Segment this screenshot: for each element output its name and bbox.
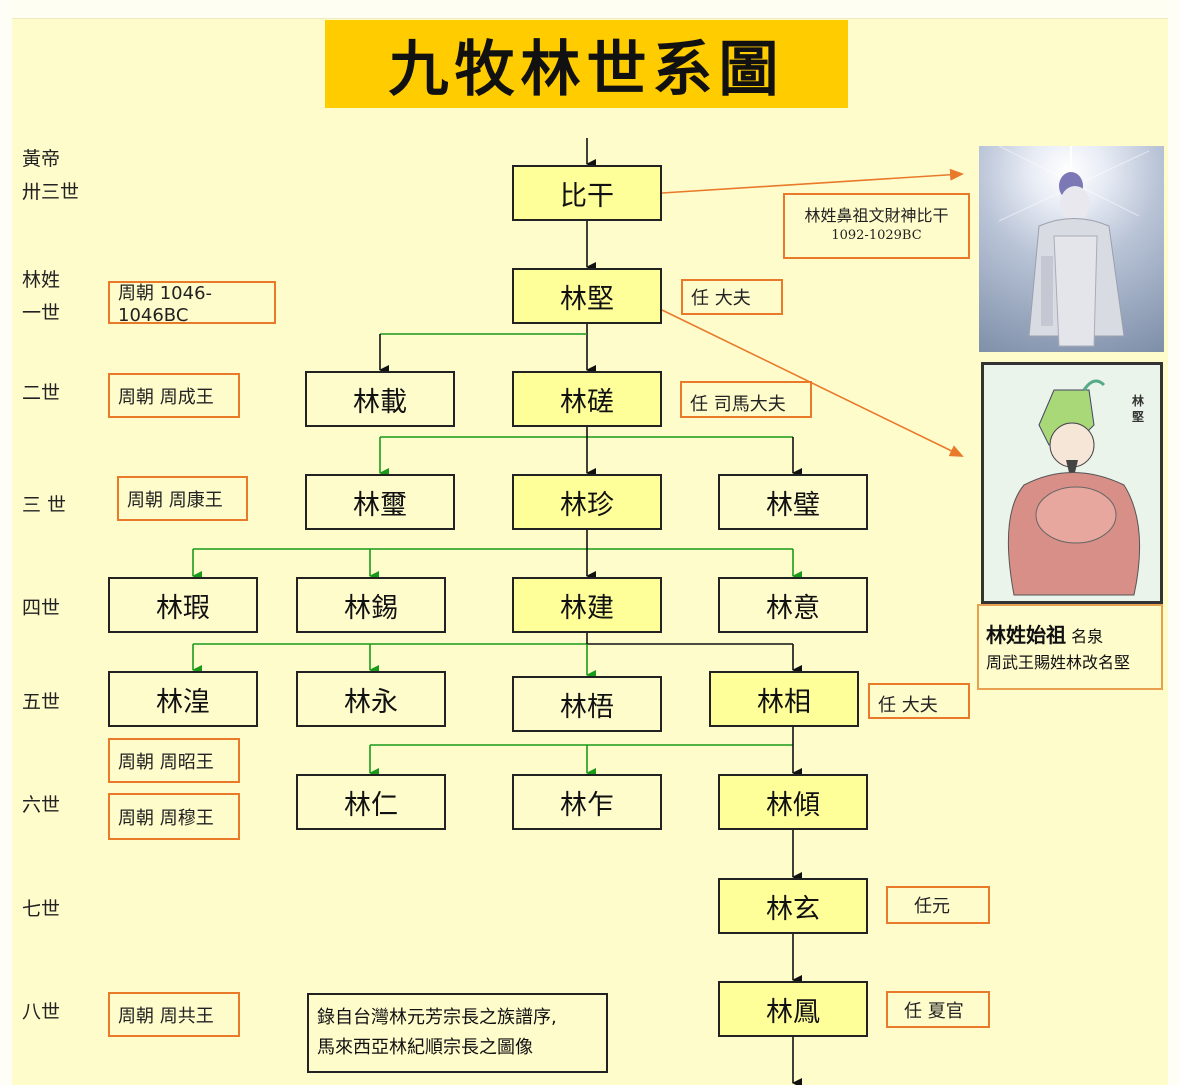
dynasty-note: 周朝 周成王	[108, 373, 240, 418]
generation-label: 三 世	[22, 494, 67, 516]
caption-name: 名泉	[1071, 627, 1104, 646]
office-note: 任 大夫	[868, 683, 970, 719]
generation-label: 五世	[22, 691, 61, 713]
left-margin	[0, 0, 12, 1085]
page-title: 九牧林世系圖	[325, 20, 848, 108]
node-gen4: 林錫	[296, 577, 446, 633]
gen-label-line: 卅三世	[22, 181, 80, 203]
portrait-caption: 林姓始祖 名泉 周武王賜姓林改名堅	[977, 604, 1163, 690]
office-note: 任 夏官	[886, 991, 990, 1028]
node-gen3: 林珍	[512, 474, 662, 530]
dynasty-note: 周朝 1046-1046BC	[108, 281, 276, 326]
node-gen4: 林建	[512, 577, 662, 633]
generation-label: 林姓一世	[22, 264, 60, 330]
generation-label: 六世	[22, 794, 61, 816]
pointer-arrow	[661, 168, 964, 194]
node-gen5: 林相	[709, 671, 859, 727]
gen-label-line: 黃帝	[22, 148, 61, 170]
node-gen6: 林仁	[296, 774, 446, 830]
portrait-figure-icon	[1007, 379, 1141, 596]
node-gen6: 林乍	[512, 774, 662, 830]
node-gen5: 林永	[296, 671, 446, 727]
portrait-inscription: 林堅	[1132, 394, 1145, 424]
gen-label-line: 一世	[22, 302, 61, 324]
node-gen3: 林璧	[718, 474, 868, 530]
dynasty-note: 周朝 周共王	[108, 992, 240, 1037]
office-note: 任 大夫	[681, 279, 783, 315]
caption-line2: 周武王賜姓林改名堅	[986, 653, 1131, 672]
generation-label: 黃帝卅三世	[22, 143, 79, 209]
node-gen7: 林玄	[718, 878, 868, 934]
office-note: 任 司馬大夫	[680, 381, 812, 418]
node-gen2: 林磋	[512, 371, 662, 427]
generation-label: 二世	[22, 382, 61, 404]
right-margin	[1168, 0, 1180, 1085]
bigan-note-dates: 1092-1029BC	[831, 228, 922, 243]
bigan-note: 林姓鼻祖文財神比干 1092-1029BC	[783, 193, 970, 259]
node-gen4: 林瑕	[108, 577, 258, 633]
node-gen2: 林載	[305, 371, 455, 427]
generation-label: 四世	[22, 597, 61, 619]
node-gen3: 林璽	[305, 474, 455, 530]
source-line: 錄自台灣林元芳宗長之族譜序,	[317, 1007, 557, 1028]
generation-label: 七世	[22, 898, 61, 920]
gen-label-line: 林姓	[22, 269, 61, 291]
dynasty-note: 周朝 周康王	[117, 476, 248, 521]
bigan-note-title: 林姓鼻祖文財神比干	[804, 206, 949, 225]
portrait-image: 林堅	[981, 362, 1163, 604]
dynasty-note: 周朝 周昭王	[108, 738, 240, 783]
node-bigan: 比干	[512, 165, 662, 221]
node-gen4: 林意	[718, 577, 868, 633]
node-gen6: 林傾	[718, 774, 868, 830]
statue-image	[979, 146, 1164, 352]
node-gen5: 林湟	[108, 671, 258, 727]
node-gen5: 林梧	[512, 676, 662, 732]
pointer-arrow	[661, 309, 964, 457]
dynasty-note: 周朝 周穆王	[108, 793, 240, 840]
node-gen8: 林鳳	[718, 981, 868, 1037]
top-strip	[0, 0, 1180, 19]
source-note: 錄自台灣林元芳宗長之族譜序, 馬來西亞林紀順宗長之圖像	[307, 993, 608, 1073]
caption-title: 林姓始祖	[986, 623, 1066, 647]
office-note: 任元	[886, 886, 990, 924]
generation-label: 八世	[22, 1001, 61, 1023]
node-gen1: 林堅	[512, 268, 662, 324]
statue-figure-icon	[998, 146, 1150, 347]
source-line: 馬來西亞林紀順宗長之圖像	[317, 1037, 533, 1058]
